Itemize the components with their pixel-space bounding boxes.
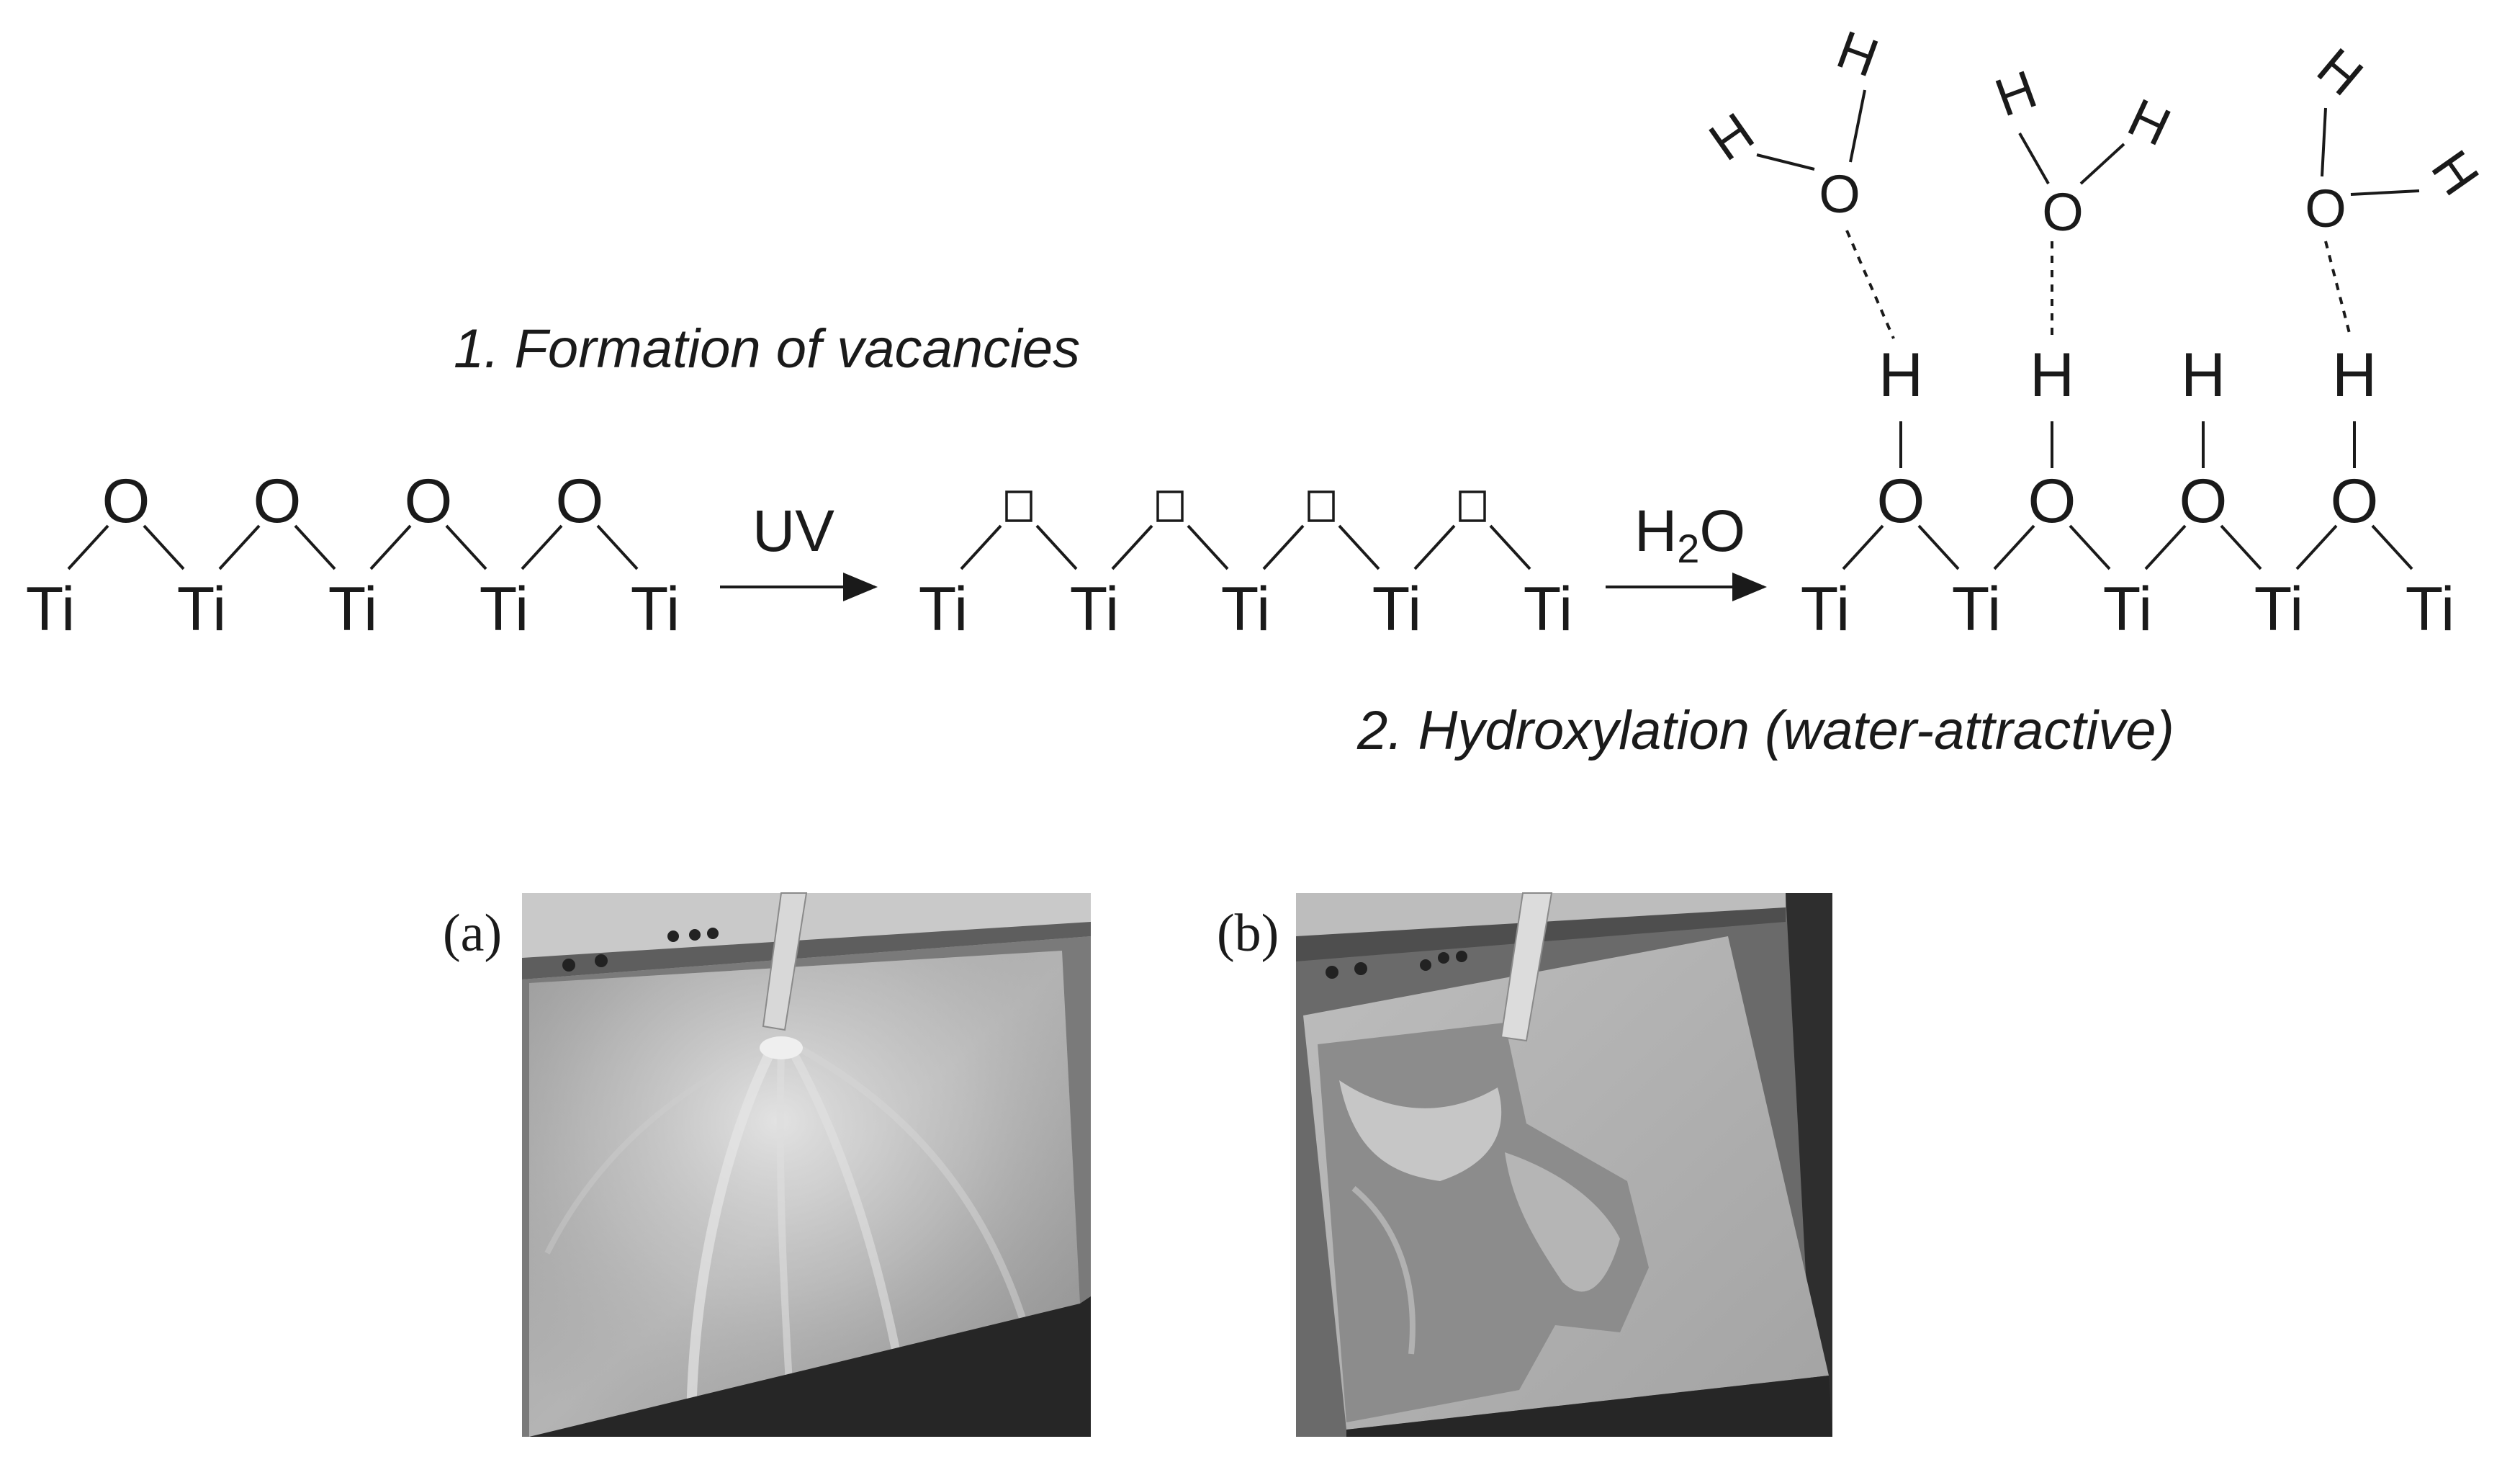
o-atom: O (2179, 467, 2228, 536)
o-atom: O (253, 467, 302, 536)
ti-atom: Ti (26, 575, 75, 644)
ti-atom: Ti (1524, 575, 1572, 644)
vacancy-square (1308, 490, 1335, 522)
o-atom: O (2305, 179, 2346, 238)
water-molecule: O H H (1698, 19, 1886, 224)
ti-atom: Ti (177, 575, 226, 644)
step1-label: 1. Formation of vacancies (454, 318, 1080, 380)
h-atom: H (2119, 87, 2179, 158)
water-molecule: O H H (1988, 58, 2179, 242)
water-label: H2O (1634, 498, 1745, 571)
chain-hydroxylated: Ti Ti Ti Ti Ti O O O O H H H H (1801, 341, 2454, 644)
chain-pristine: Ti Ti Ti Ti Ti O O O O (26, 467, 680, 644)
h-atom: H (2420, 140, 2491, 205)
uv-arrow: UV (720, 498, 878, 601)
o-atom: O (556, 467, 604, 536)
ti-atom: Ti (2103, 575, 2152, 644)
ti-atom: Ti (2406, 575, 2454, 644)
ti-atom: Ti (1372, 575, 1421, 644)
ti-atom: Ti (2254, 575, 2303, 644)
o-atom: O (2042, 182, 2084, 242)
ti-atom: Ti (919, 575, 968, 644)
o-atom: O (1819, 164, 1860, 224)
photo-a (522, 892, 1091, 1437)
vacancy-square (1005, 490, 1032, 522)
ti-atom: Ti (1070, 575, 1119, 644)
h-atom: H (1698, 101, 1764, 172)
h-atom: H (2181, 341, 2226, 410)
ti-atom: Ti (631, 575, 680, 644)
o-atom: O (2331, 467, 2379, 536)
photo-b (1296, 892, 1832, 1437)
ti-atom: Ti (480, 575, 528, 644)
ti-atom: Ti (328, 575, 377, 644)
o-atom: O (1877, 467, 1925, 536)
ti-atom: Ti (1221, 575, 1270, 644)
ti-atom: Ti (1801, 575, 1850, 644)
o-atom: O (102, 467, 150, 536)
chain-vacancies: Ti Ti Ti Ti Ti (919, 490, 1572, 644)
o-atom: O (405, 467, 453, 536)
photo-b-label: (b) (1217, 904, 1279, 963)
h-atom: H (1988, 58, 2045, 127)
water-arrow: H2O (1606, 498, 1767, 601)
step2-label: 2. Hydroxylation (water-attractive) (1356, 700, 2174, 761)
water-molecule: O H H (2305, 37, 2491, 238)
photo-a-label: (a) (443, 904, 502, 963)
h-atom: H (1830, 19, 1886, 88)
o-atom: O (2028, 467, 2076, 536)
ti-atom: Ti (1952, 575, 2001, 644)
h-atom: H (1878, 341, 1923, 410)
vacancy-square (1459, 490, 1486, 522)
h-atom: H (2030, 341, 2074, 410)
h-atom: H (2332, 341, 2377, 410)
h-atom: H (2306, 37, 2374, 107)
uv-label: UV (752, 498, 834, 564)
vacancy-square (1156, 490, 1184, 522)
hydrogen-bonds (1845, 230, 2352, 339)
